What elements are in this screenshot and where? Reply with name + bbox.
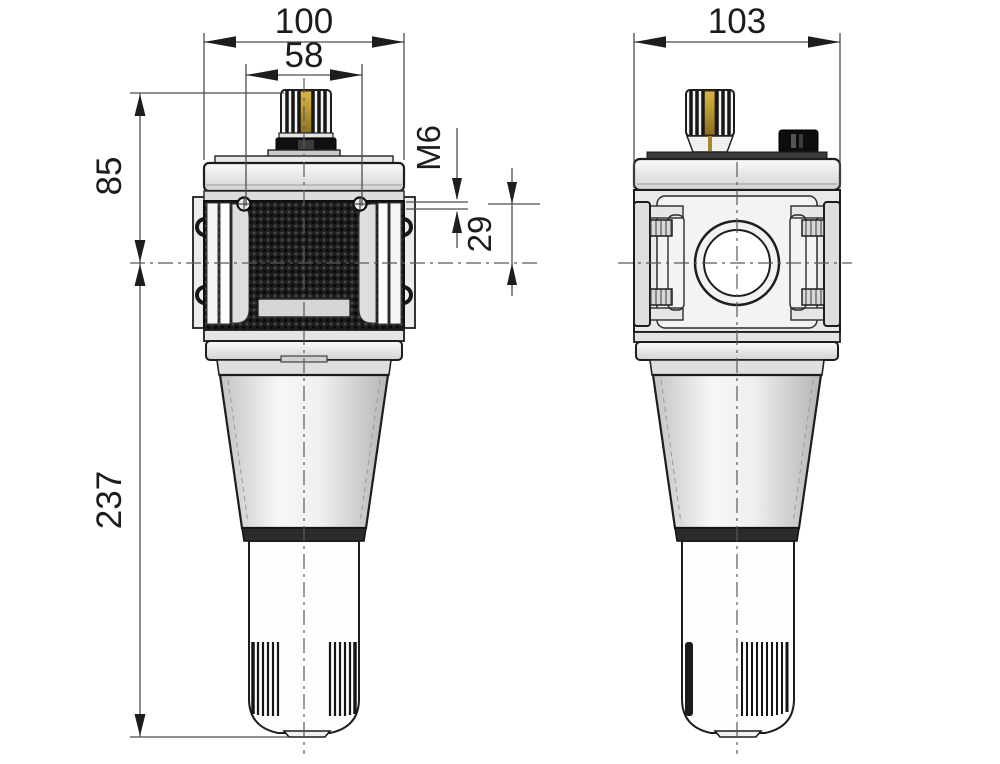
dim-label-mounting-hole-spacing: 58 [285,36,324,75]
dim-label-lower-height: 237 [90,471,129,529]
dim-upper-height: 85 [90,92,284,263]
side-housing [633,189,841,333]
mounting-screw-left [236,196,252,212]
dim-label-upper-height: 85 [90,157,129,196]
side-knurl-edge [685,642,693,716]
oil-fill-knob [267,89,341,161]
drain-foot [282,730,332,738]
oil-fill-knob-side [685,89,735,153]
dim-label-overall-width: 100 [275,2,333,41]
side-drain-foot [713,730,763,738]
dimensions: 100 58 85 237 [90,2,841,738]
side-drain-sleeve [681,540,795,738]
dim-overall-width: 100 [203,2,405,160]
drain-sleeve [248,540,360,738]
dim-overall-depth: 103 [633,2,841,188]
dim-mounting-thread: M6 [406,125,468,248]
dim-label-port-axis-offset: 29 [461,216,498,253]
knurl-grip-left [251,642,280,716]
side-view [618,89,852,754]
knurl-grip-right [328,642,357,716]
dim-mounting-hole-spacing: 58 [245,36,363,206]
brass-pin [299,90,313,136]
dim-port-axis-offset: 29 [461,168,540,296]
retainer-clip-right [789,201,841,327]
mounting-screw-right [352,196,368,212]
metering-knob [778,129,819,154]
side-knurl-grip [741,642,789,716]
dim-lower-height: 237 [90,263,288,738]
dim-label-overall-depth: 103 [708,2,766,41]
dim-label-mounting-thread: M6 [410,125,447,171]
front-view [192,78,416,754]
